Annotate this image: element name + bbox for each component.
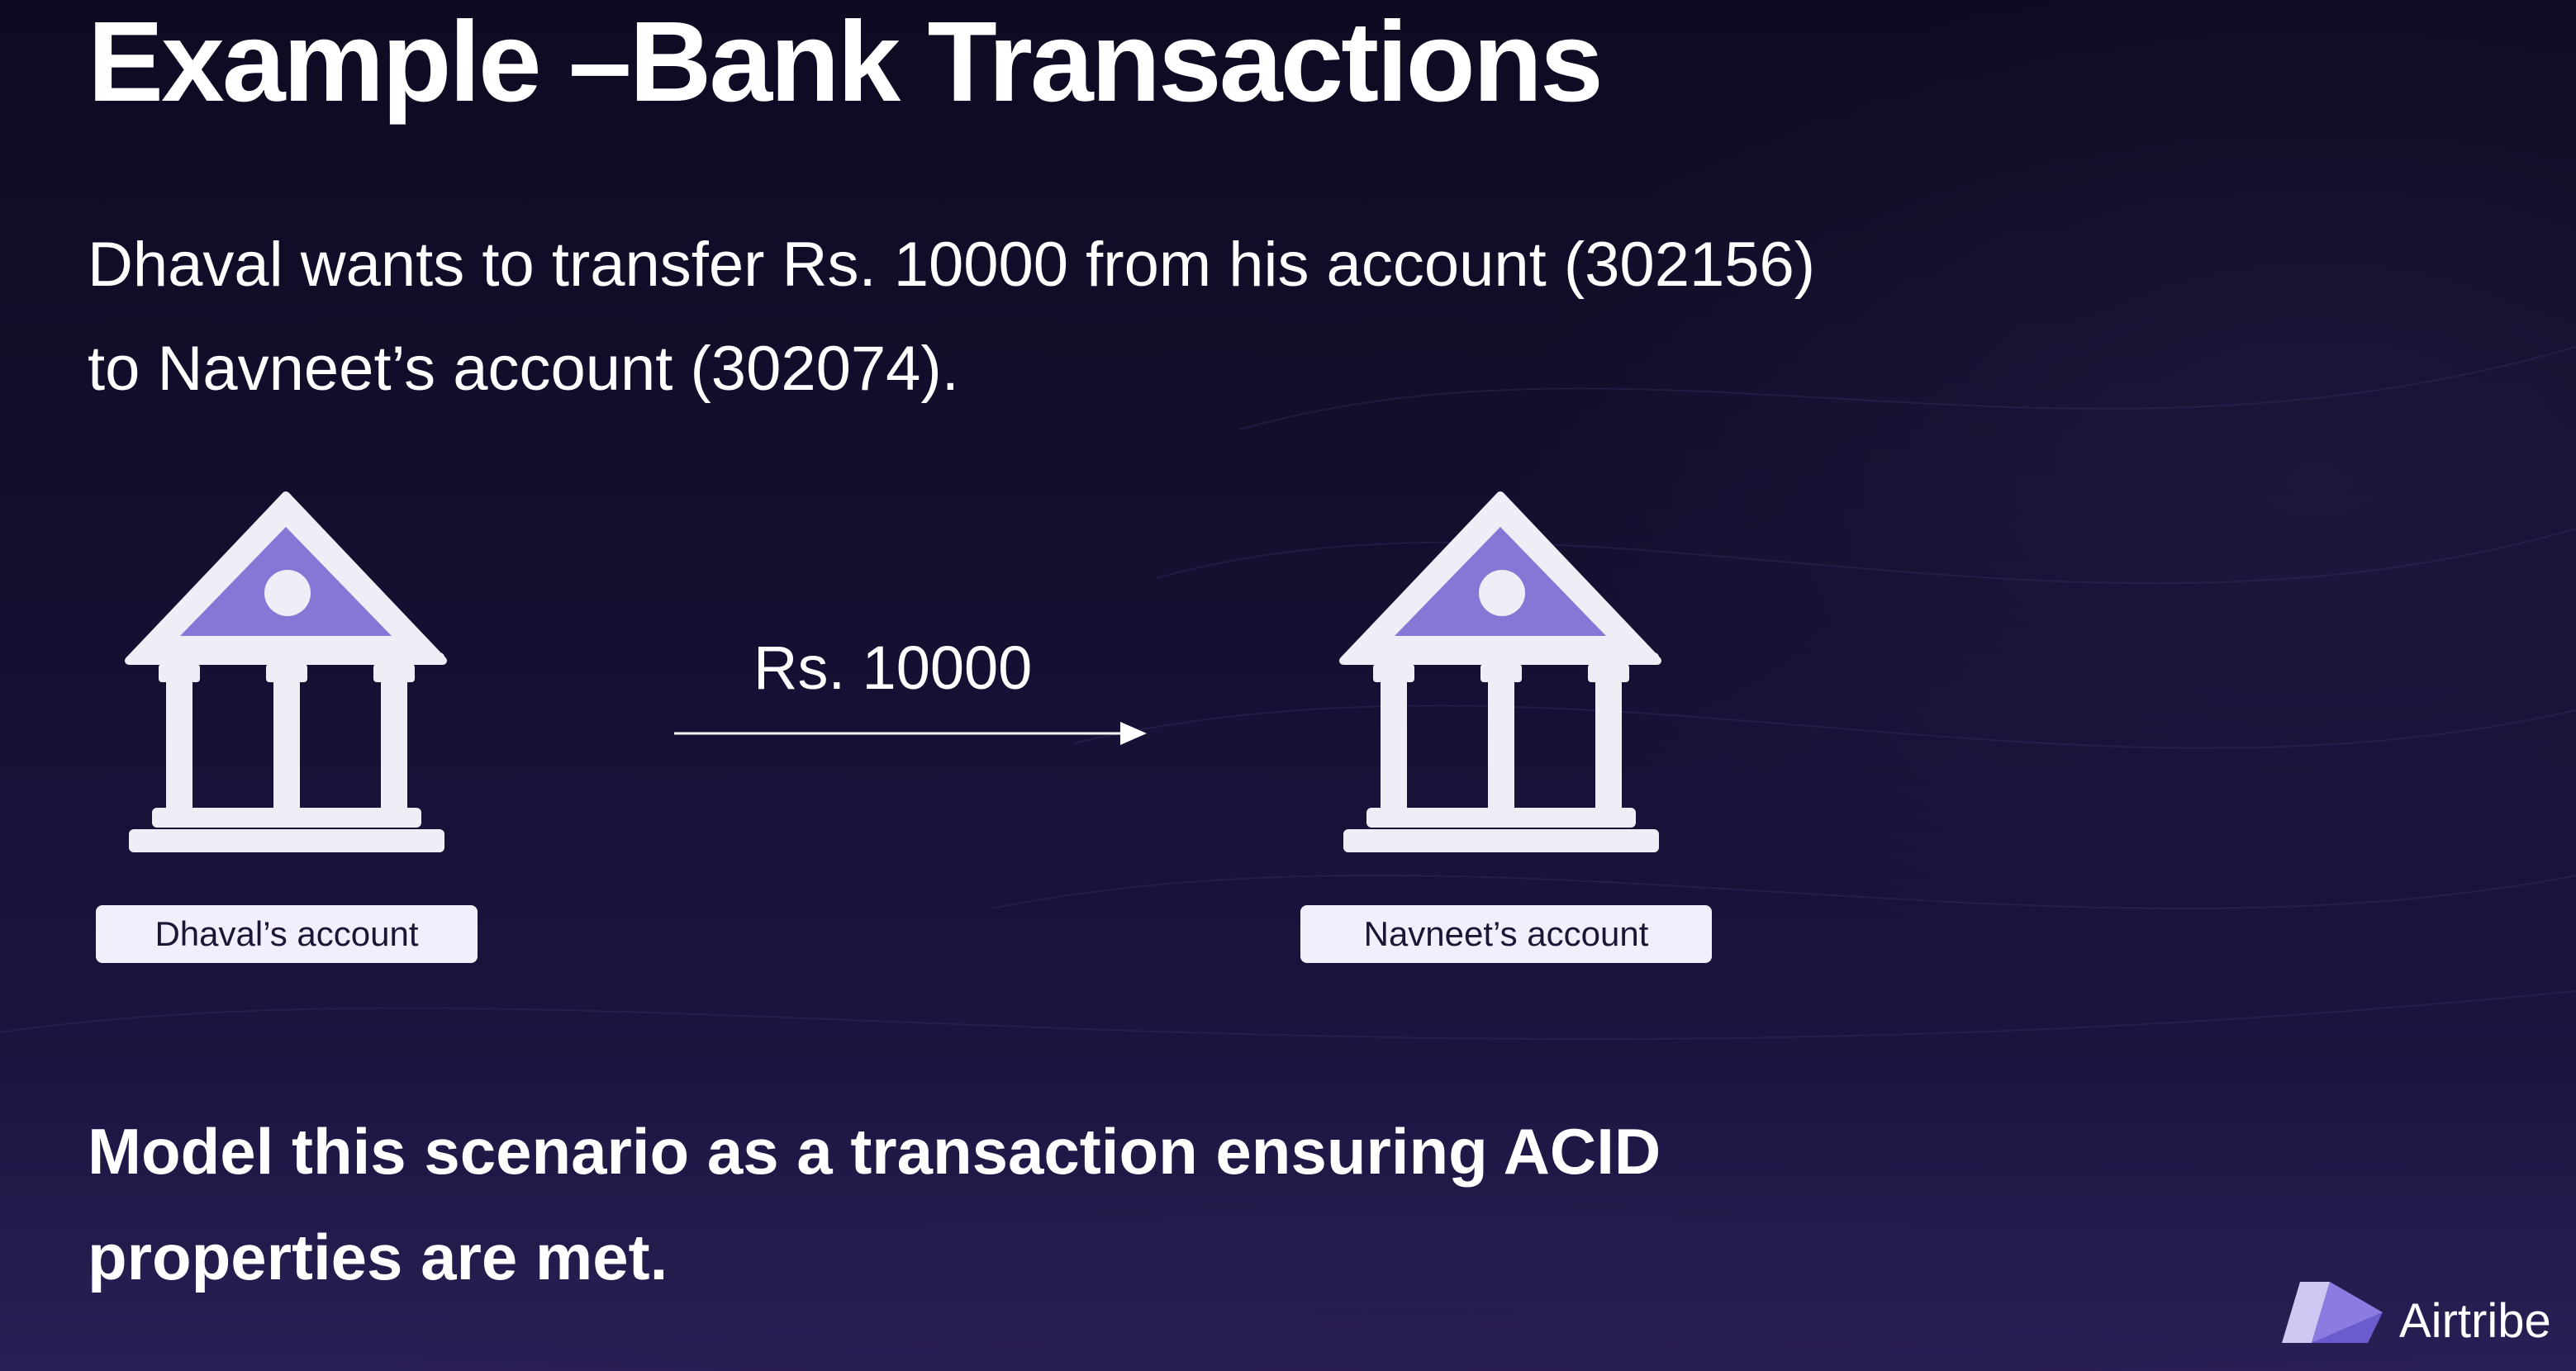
- destination-account-label: Navneet’s account: [1300, 905, 1712, 963]
- airtribe-logo-icon: [2282, 1282, 2383, 1343]
- arrow-right-icon: [674, 722, 1147, 745]
- transfer-amount: Rs. 10000: [753, 633, 1033, 702]
- scenario-line-2: to Navneet’s account (302074).: [88, 334, 959, 404]
- brand-name: Airtribe: [2399, 1294, 2551, 1348]
- task-line-2: properties are met.: [88, 1221, 668, 1293]
- scenario-description: Dhaval wants to transfer Rs. 10000 from …: [88, 213, 2318, 421]
- source-account-label: Dhaval’s account: [96, 905, 478, 963]
- bank-icon: [125, 491, 447, 852]
- task-line-1: Model this scenario as a transaction ens…: [88, 1115, 1661, 1188]
- scenario-line-1: Dhaval wants to transfer Rs. 10000 from …: [88, 230, 1816, 300]
- bank-icon: [1339, 491, 1661, 852]
- slide-title: Example –Bank Transactions: [88, 0, 1604, 126]
- task-statement: Model this scenario as a transaction ens…: [88, 1098, 2070, 1310]
